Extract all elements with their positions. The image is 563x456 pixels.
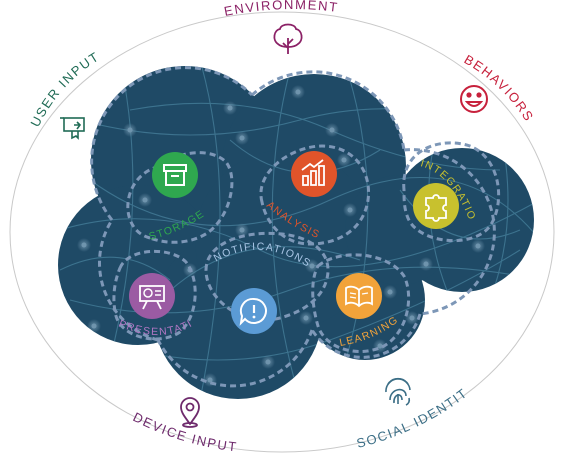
- notifications-boundary: [204, 231, 330, 322]
- presentation-icon: [129, 273, 175, 319]
- module-dashed-boundaries: [112, 141, 501, 354]
- cloud-dashed-borders: [90, 66, 496, 388]
- integration-icon: [413, 183, 459, 229]
- social-identity-fingerprint-icon: [385, 377, 411, 406]
- analysis-boundary: [259, 144, 371, 246]
- integration-boundary: [402, 141, 501, 243]
- environment-label: ENVIRONMENT: [223, 0, 340, 19]
- environment-tree-icon: [273, 23, 303, 54]
- learning-icon: [336, 273, 382, 319]
- learning-boundary: [311, 253, 411, 354]
- storage-icon: [152, 152, 198, 198]
- outer-context-ellipse: [9, 11, 555, 453]
- analysis-icon: [291, 151, 337, 197]
- behaviors-smiley-icon: [460, 85, 488, 113]
- user-input-touchscreen-icon: [60, 117, 85, 140]
- storage-boundary: [126, 151, 234, 244]
- presentation-boundary: [112, 249, 197, 341]
- user-input-label: USER INPUT: [27, 49, 102, 130]
- device-input-pin-icon: [180, 397, 200, 428]
- behaviors-label: BEHAVIORS: [462, 52, 537, 125]
- notifications-icon: [231, 288, 277, 334]
